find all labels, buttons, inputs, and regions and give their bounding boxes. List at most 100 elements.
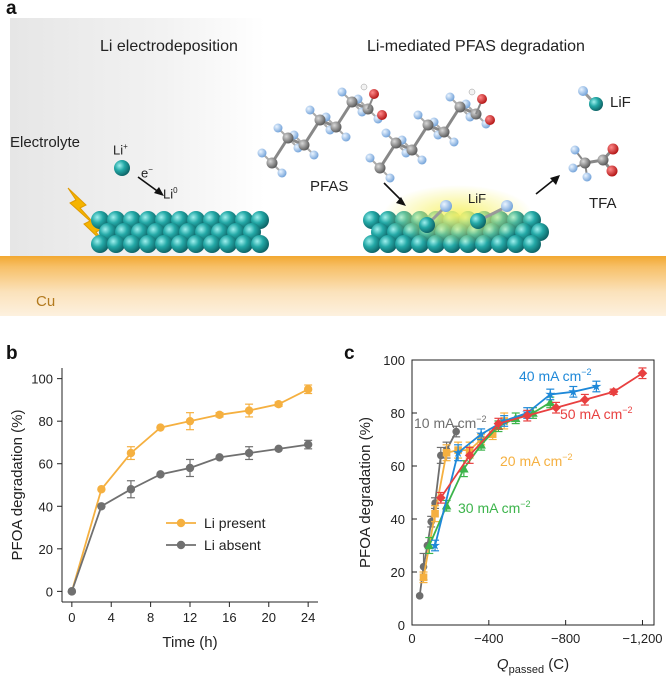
panel-a-illustration xyxy=(0,18,666,316)
x-tick-label: −800 xyxy=(551,631,580,646)
y-tick-label: 40 xyxy=(391,512,405,527)
li-atom xyxy=(395,235,413,253)
oxygen-atom xyxy=(369,89,379,99)
y-tick-label: 20 xyxy=(391,565,405,580)
data-point xyxy=(244,406,254,415)
data-point xyxy=(156,423,165,432)
legend-swatch-marker xyxy=(176,540,186,550)
li-atom xyxy=(507,235,525,253)
li-atom xyxy=(523,235,541,253)
data-point xyxy=(244,448,254,458)
pfas-molecule-1 xyxy=(257,83,387,178)
hydrogen-atom xyxy=(468,88,476,96)
lif-surface-label: LiF xyxy=(468,191,487,206)
li-atom xyxy=(139,235,157,253)
legend-swatch-marker xyxy=(176,518,186,528)
data-point xyxy=(580,394,590,405)
li-atom xyxy=(379,235,397,253)
data-point xyxy=(464,450,475,461)
carbon-atom xyxy=(266,157,278,169)
panel-letter-a: a xyxy=(6,0,17,19)
y-tick-label: 80 xyxy=(391,406,405,421)
data-point xyxy=(419,573,428,582)
legend-label: Li absent xyxy=(204,537,261,553)
lif-product-label: LiF xyxy=(610,94,631,111)
fluorine-atom xyxy=(305,105,315,115)
oxygen-atom xyxy=(485,115,495,125)
data-point xyxy=(126,448,136,458)
fluorine-atom xyxy=(309,150,319,160)
series-li-present xyxy=(67,384,313,596)
lif-glow xyxy=(383,185,533,245)
x-tick-label: 16 xyxy=(222,610,236,625)
x-tick-label: 4 xyxy=(108,610,115,625)
legend-label: Li present xyxy=(204,515,266,531)
li-plus-label: Li+ xyxy=(113,142,128,157)
data-point xyxy=(303,440,313,449)
legend: Li present Li absent xyxy=(166,515,266,553)
electrolyte-label: Electrolyte xyxy=(10,134,81,151)
x-tick-label: 8 xyxy=(147,610,154,625)
fluorine-atom xyxy=(257,148,267,158)
li-atom xyxy=(251,235,269,253)
y-tick-label: 20 xyxy=(39,542,53,557)
data-point xyxy=(499,415,510,426)
series-label: 40 mA cm−2 xyxy=(519,367,592,384)
tfa-molecule xyxy=(568,143,619,182)
li-plus-sup: + xyxy=(123,142,128,151)
li-zero-label: Li0 xyxy=(163,186,178,201)
data-point xyxy=(215,453,224,462)
oxygen-atom xyxy=(377,110,387,120)
panel-letter-c: c xyxy=(344,343,355,364)
series-label: 30 mA cm−2 xyxy=(458,499,531,516)
pfas-molecule-2 xyxy=(365,88,495,183)
data-point xyxy=(637,368,648,379)
pfas-label: PFAS xyxy=(310,178,349,195)
electron-arrow-head xyxy=(154,187,164,196)
fluorine-atom xyxy=(341,132,351,142)
data-point xyxy=(415,592,424,600)
x-tick-label: 0 xyxy=(408,631,415,646)
panel-letter-b: b xyxy=(6,343,18,364)
data-point xyxy=(303,385,313,394)
data-point xyxy=(551,402,561,413)
li-ion-icon xyxy=(114,160,130,176)
fluorine-atom xyxy=(273,123,283,133)
y-tick-label: 60 xyxy=(391,459,405,474)
x-axis-label: Time (h) xyxy=(162,634,217,651)
carbon-atom xyxy=(390,137,402,149)
cu-label: Cu xyxy=(36,293,56,310)
data-point xyxy=(476,428,487,439)
data-point xyxy=(97,485,106,494)
li-atom xyxy=(107,235,125,253)
y-axis-label: PFOA degradation (%) xyxy=(357,417,374,568)
data-point xyxy=(430,540,441,550)
data-point xyxy=(545,389,556,399)
li-zero-text: Li xyxy=(163,186,174,202)
carbon-atom xyxy=(298,139,310,151)
series-label: 50 mA cm−2 xyxy=(560,405,633,422)
carbon-atom xyxy=(454,101,466,113)
y-tick-label: 60 xyxy=(39,457,53,472)
data-point xyxy=(568,386,579,397)
carbon-atom xyxy=(406,144,418,156)
series-50-ma-cm-diamond xyxy=(436,367,648,504)
carbon-atom xyxy=(438,126,450,138)
x-tick-label: −1,200 xyxy=(622,631,662,646)
li-atom xyxy=(187,235,205,253)
y-tick-label: 80 xyxy=(39,414,53,429)
series-line xyxy=(434,385,597,546)
right-title: Li-mediated PFAS degradation xyxy=(367,38,585,55)
li-atom xyxy=(235,235,253,253)
x-tick-label: 0 xyxy=(68,610,75,625)
pfas-arrow-head xyxy=(396,197,406,206)
plot-frame xyxy=(411,359,655,626)
carbon-atom xyxy=(314,114,326,126)
data-point xyxy=(453,447,464,458)
li-atom xyxy=(219,235,237,253)
data-point xyxy=(437,451,445,460)
li-atom xyxy=(171,235,189,253)
li-deposit-left xyxy=(91,211,269,253)
